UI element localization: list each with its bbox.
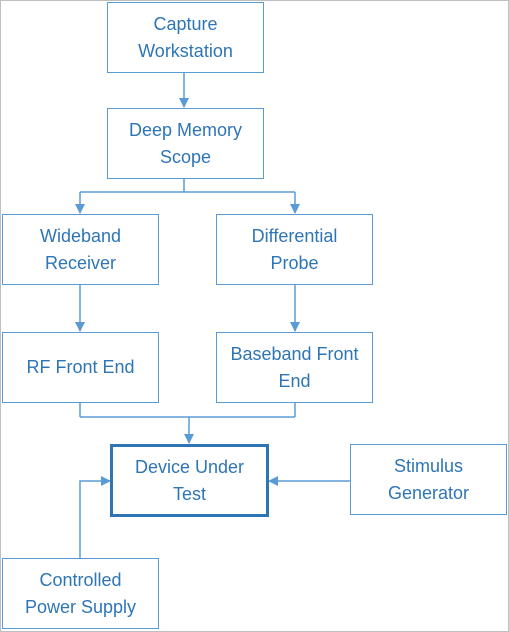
controlled-power-supply-label: Controlled Power Supply xyxy=(24,569,137,617)
rf-front-end-label: RF Front End xyxy=(26,357,135,377)
device-under-test-label: Device Under Test xyxy=(134,456,245,504)
controlled-power-supply-node[interactable]: Controlled Power Supply xyxy=(2,558,159,629)
stimulus-generator-label: Stimulus Generator xyxy=(387,455,470,503)
device-under-test-node[interactable]: Device Under Test xyxy=(110,444,269,517)
wideband-receiver-label: Wideband Receiver xyxy=(39,225,122,273)
rf-front-end-node[interactable]: RF Front End xyxy=(2,332,159,403)
baseband-front-end-label: Baseband Front End xyxy=(230,343,359,391)
edge-power-to-dut xyxy=(79,476,111,559)
capture-workstation-node[interactable]: Capture Workstation xyxy=(107,2,264,73)
differential-probe-label: Differential Probe xyxy=(251,225,338,273)
deep-memory-scope-node[interactable]: Deep Memory Scope xyxy=(107,108,264,179)
capture-workstation-label: Capture Workstation xyxy=(138,13,233,61)
wideband-receiver-node[interactable]: Wideband Receiver xyxy=(2,214,159,285)
differential-probe-node[interactable]: Differential Probe xyxy=(216,214,373,285)
stimulus-generator-node[interactable]: Stimulus Generator xyxy=(350,444,507,515)
baseband-front-end-node[interactable]: Baseband Front End xyxy=(216,332,373,403)
deep-memory-scope-label: Deep Memory Scope xyxy=(128,119,243,167)
